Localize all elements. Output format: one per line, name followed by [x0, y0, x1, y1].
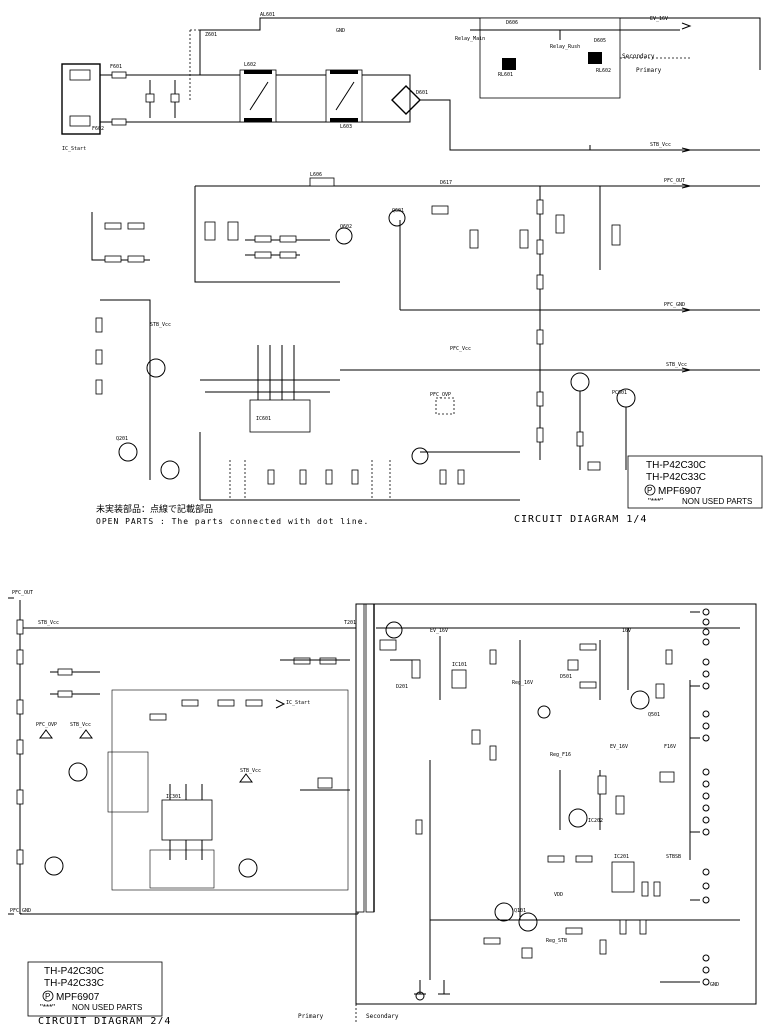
label-l603: L603: [340, 124, 352, 130]
label-d605: D605: [594, 38, 606, 44]
net-ic-start-lower: IC_Start: [286, 700, 310, 706]
net-ic-start: IC_Start: [62, 146, 86, 152]
model-bottom-2: TH-P42C33C: [44, 978, 104, 989]
label-d201: D201: [396, 684, 408, 690]
schematic-part-2: [8, 597, 757, 1024]
output-connector-a: [702, 608, 710, 986]
region-secondary-top: Secondary: [622, 53, 655, 60]
label-z601: Z601: [205, 32, 217, 38]
net-reg-stb: Reg_STB: [546, 938, 567, 944]
net-pfc-out: PFC_OUT: [664, 178, 685, 184]
note-jp: 未実装部品：点線で記載部品: [96, 503, 213, 515]
label-ic202: IC202: [588, 818, 603, 824]
part-no-bottom: MPF6907: [56, 992, 100, 1003]
label-l602: L602: [244, 62, 256, 68]
net-stb-vcc-right: STB_Vcc: [666, 362, 687, 368]
net-gnd-top: GND: [336, 28, 345, 34]
label-q201: Q201: [116, 436, 128, 442]
ic301-package: [161, 799, 213, 841]
net-16v: 16V: [622, 628, 631, 634]
schematic-part-1: [61, 17, 761, 501]
title-bottom: CIRCUIT DIAGRAM 2/4: [38, 1016, 171, 1024]
ic601-package: [249, 399, 311, 433]
model-box-top: TH-P42C30C TH-P42C33C P MPF6907 "***" NO…: [627, 455, 763, 509]
net-gnd-lower: GND: [710, 982, 719, 988]
net-ev-16v-lower: EV_16V: [430, 628, 448, 634]
label-q101: Q101: [514, 908, 526, 914]
part-marker-bottom: P: [45, 992, 50, 1001]
model-bottom-1: TH-P42C30C: [44, 966, 104, 977]
title-top: CIRCUIT DIAGRAM 1/4: [514, 514, 647, 525]
net-pfc-out-left: PFC_OUT: [12, 590, 33, 596]
region-primary-bottom: Primary: [298, 1013, 324, 1020]
label-q602: Q602: [340, 224, 352, 230]
legend-text-top: NON USED PARTS: [682, 497, 752, 506]
net-pfc-ovp: PFC_OVP: [430, 392, 451, 398]
label-f601: F601: [110, 64, 122, 70]
part-no-top: MPF6907: [658, 486, 702, 497]
net-ev-16v-lower-2: EV_16V: [610, 744, 628, 750]
label-rl601: RL601: [498, 72, 513, 78]
label-ic101: IC101: [452, 662, 467, 668]
net-stb-vcc-lower: STB_Vcc: [38, 620, 59, 626]
note-en: OPEN PARTS : The parts connected with do…: [96, 517, 369, 526]
ac-input-connector: [61, 63, 101, 135]
net-relay-rush: Relay_Rush: [550, 44, 580, 50]
label-l606: L606: [310, 172, 322, 178]
region-secondary-bottom: Secondary: [366, 1013, 399, 1020]
net-pfc-ovp-lower: PFC_OVP: [36, 722, 57, 728]
legend-text-bottom: NON USED PARTS: [72, 1003, 142, 1012]
net-pfc-vcc: PFC_Vcc: [450, 346, 471, 352]
label-t201: T201: [344, 620, 356, 626]
label-f602: F602: [92, 126, 104, 132]
net-relay-main: Relay_Main: [455, 36, 485, 42]
net-pfc-gnd: PFC_GND: [664, 302, 685, 308]
model-box-bottom: TH-P42C30C TH-P42C33C P MPF6907 "***" NO…: [27, 961, 163, 1017]
net-stb-vcc-top: STB_Vcc: [650, 142, 671, 148]
label-d606: D606: [506, 20, 518, 26]
label-q501: Q501: [648, 712, 660, 718]
model-top-2: TH-P42C33C: [646, 472, 706, 483]
label-d601: D601: [416, 90, 428, 96]
label-ic601: IC601: [256, 416, 271, 422]
net-stb-vcc-lower-3: STB_Vcc: [240, 768, 261, 774]
label-d501: D501: [560, 674, 572, 680]
legend-symbol-top: "***": [648, 497, 663, 506]
net-stb-vcc-lower-2: STB_Vcc: [70, 722, 91, 728]
legend-symbol-bottom: "***": [40, 1003, 55, 1012]
net-stb-vcc-left: STB_Vcc: [150, 322, 171, 328]
label-ic201: IC201: [614, 854, 629, 860]
net-reg-f16: Reg_F16: [550, 752, 571, 758]
label-rl602: RL602: [596, 68, 611, 74]
region-primary-top: Primary: [636, 67, 662, 74]
net-f16v: F16V: [664, 744, 676, 750]
net-reg-16v: Reg_16V: [512, 680, 533, 686]
model-top-1: TH-P42C30C: [646, 460, 706, 471]
label-pc601: PC601: [612, 390, 627, 396]
label-d617: D617: [440, 180, 452, 186]
net-pfc-gnd-left: PFC_GND: [10, 908, 31, 914]
labels-part-1: AL601 Z601 GND D606 D605 Relay_Main Rela…: [62, 12, 687, 442]
label-ic301: IC301: [166, 794, 181, 800]
label-al601: AL601: [260, 12, 275, 18]
net-ev-16v-top: EV_16V: [650, 16, 668, 22]
net-stbsb: STBSB: [666, 854, 681, 860]
label-q601: Q601: [392, 208, 404, 214]
net-vdd: VDD: [554, 892, 563, 898]
labels-part-2: PFC_OUT STB_Vcc PFC_OVP STB_Vcc IC_Start…: [10, 590, 719, 988]
part-marker-top: P: [647, 486, 652, 495]
